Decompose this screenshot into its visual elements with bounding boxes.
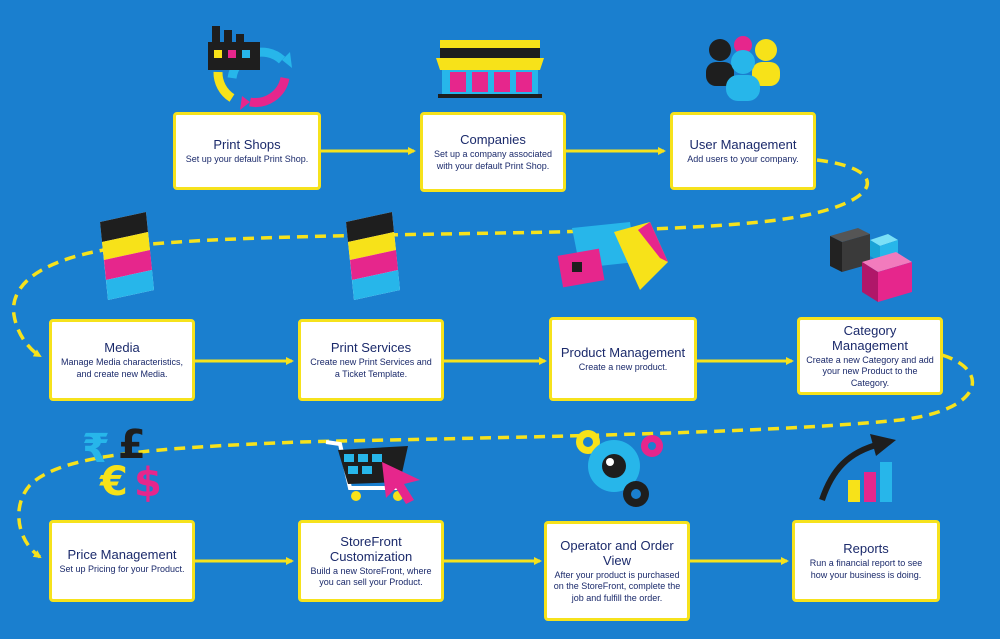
node-title: Operator and Order View: [560, 537, 674, 568]
svg-text:€: €: [99, 459, 128, 505]
node-description: Set up Pricing for your Product.: [59, 563, 185, 574]
node-storefront-customization[interactable]: StoreFront Customization Build a new Sto…: [298, 520, 444, 602]
connectors: [195, 147, 794, 565]
node-title: Print Services: [330, 340, 412, 355]
svg-text:$: $: [134, 460, 162, 506]
svg-text:₹: ₹: [82, 426, 110, 472]
node-product-management[interactable]: Product Management Create a new product.: [549, 317, 697, 401]
paper-media-icon: [346, 212, 400, 300]
node-description: Create a new product.: [578, 361, 668, 372]
node-print-services[interactable]: Print Services Create new Print Services…: [298, 319, 444, 401]
node-title: Price Management: [67, 546, 177, 562]
node-print-shops[interactable]: Print Shops Set up your default Print Sh…: [173, 112, 321, 190]
currency-symbols-icon: ₹ £ € $: [82, 422, 162, 506]
node-title: User Management: [689, 136, 797, 152]
node-operator-order-view[interactable]: Operator and Order View After your produ…: [544, 521, 690, 621]
node-title: Media: [104, 340, 140, 355]
storefront-building-icon: [436, 40, 544, 98]
growth-chart-icon: [819, 434, 896, 502]
dashed-connector-user-management-media: [11, 158, 869, 358]
node-description: Set up your default Print Shop.: [185, 153, 309, 164]
node-description: Manage Media characteristics, and create…: [60, 357, 184, 379]
node-title: Category Management: [832, 322, 908, 353]
node-description: Add users to your company.: [687, 153, 799, 164]
gears-icon: [576, 430, 663, 507]
shopping-cart-icon: [325, 440, 420, 504]
users-group-icon: [706, 36, 780, 101]
node-reports[interactable]: Reports Run a financial report to see ho…: [792, 520, 940, 602]
dashed-connectors: [11, 158, 975, 559]
node-description: Create new Print Services and a Ticket T…: [310, 357, 432, 379]
node-user-management[interactable]: User Management Add users to your compan…: [670, 112, 816, 190]
node-title: Product Management: [560, 344, 686, 360]
paper-media-icon: [100, 212, 154, 300]
node-title: Companies: [460, 132, 526, 147]
node-category-management[interactable]: Category Management Create a new Categor…: [797, 317, 943, 395]
node-price-management[interactable]: Price Management Set up Pricing for your…: [49, 520, 195, 602]
svg-text:£: £: [118, 422, 146, 468]
node-title: Reports: [843, 541, 889, 556]
node-media[interactable]: Media Manage Media characteristics, and …: [49, 319, 195, 401]
node-title: StoreFront Customization: [329, 533, 413, 564]
node-description: Create a new Category and add your new P…: [806, 354, 934, 388]
node-description: Set up a company associated with your de…: [433, 149, 553, 171]
node-description: After your product is purchased on the S…: [553, 569, 681, 603]
product-boxes-icon: [557, 222, 668, 290]
factory-cycle-icon: [208, 26, 292, 110]
category-cubes-icon: [830, 228, 912, 302]
node-companies[interactable]: Companies Set up a company associated wi…: [420, 112, 566, 192]
node-description: Run a financial report to see how your b…: [809, 558, 923, 580]
node-description: Build a new StoreFront, where you can se…: [310, 565, 432, 588]
node-title: Print Shops: [213, 136, 281, 152]
